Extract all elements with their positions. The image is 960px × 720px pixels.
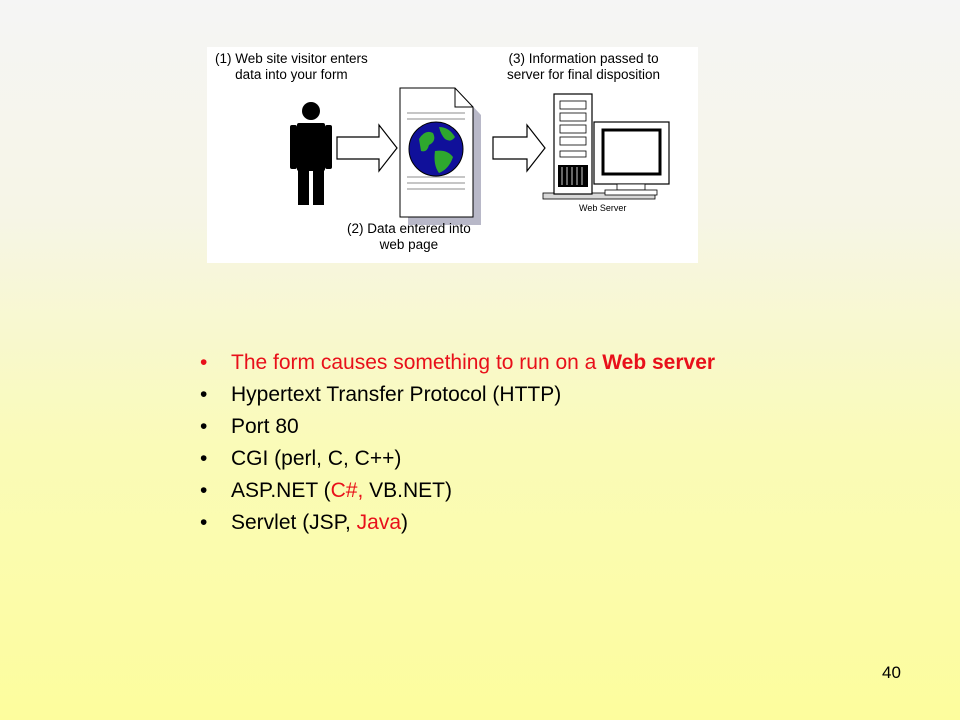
caption-data-entered: (2) Data entered into web page xyxy=(347,221,471,253)
arrow-right-icon xyxy=(492,123,546,173)
page-number: 40 xyxy=(882,663,901,682)
bullet-item: • Port 80 xyxy=(200,411,715,443)
server-label: Web Server xyxy=(579,203,627,213)
bullet-text: CGI (perl, C, C++) xyxy=(231,447,402,470)
caption-visitor: (1) Web site visitor enters data into yo… xyxy=(215,51,368,83)
bullet-text: ) xyxy=(401,511,409,534)
bullet-text: C#, xyxy=(330,479,364,502)
caption-line: (1) Web site visitor enters xyxy=(215,51,368,66)
bullet-list: • The form causes something to run on a W… xyxy=(200,347,715,539)
caption-information: (3) Information passed to server for fin… xyxy=(507,51,660,83)
bullet-glyph: • xyxy=(200,351,208,374)
caption-line: server for final disposition xyxy=(507,67,661,82)
bullet-text: Port 80 xyxy=(231,415,299,438)
web-page-globe-icon xyxy=(399,87,481,225)
bullet-text: VB.NET) xyxy=(363,479,452,502)
bullet-text: The form causes something to run on a xyxy=(231,351,603,374)
bullet-item: • Hypertext Transfer Protocol (HTTP) xyxy=(200,379,715,411)
bullet-glyph: • xyxy=(200,447,208,470)
process-diagram: (1) Web site visitor enters data into yo… xyxy=(207,47,698,263)
diagram-graphics xyxy=(290,87,670,225)
bullet-text: Servlet (JSP, xyxy=(231,511,357,534)
bullet-glyph: • xyxy=(200,383,208,406)
bullet-glyph: • xyxy=(200,479,208,502)
bullet-text: Web server xyxy=(602,351,716,374)
bullet-text: Java xyxy=(356,511,402,534)
arrow-right-icon xyxy=(336,123,398,173)
bullet-item: • Servlet (JSP, Java) xyxy=(200,507,715,539)
bullet-item: • The form causes something to run on a W… xyxy=(200,347,715,379)
bullet-item: • ASP.NET (C#, VB.NET) xyxy=(200,475,715,507)
person-icon xyxy=(290,102,332,205)
web-server-icon xyxy=(542,93,670,200)
caption-line: (2) Data entered into xyxy=(347,221,471,236)
caption-line: data into your form xyxy=(235,67,348,82)
caption-line: (3) Information passed to xyxy=(508,51,659,66)
bullet-text: Hypertext Transfer Protocol (HTTP) xyxy=(231,383,562,406)
bullet-glyph: • xyxy=(200,511,208,534)
bullet-item: • CGI (perl, C, C++) xyxy=(200,443,715,475)
caption-line: web page xyxy=(379,237,439,252)
bullet-glyph: • xyxy=(200,415,208,438)
bullet-text: ASP.NET ( xyxy=(231,479,331,502)
